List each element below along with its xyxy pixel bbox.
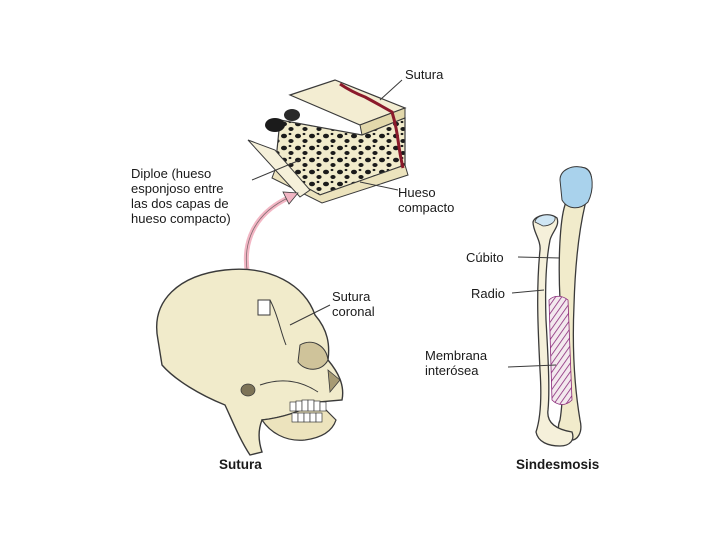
coronal-suture xyxy=(269,299,287,346)
diploe-leader-line xyxy=(251,159,301,181)
sutura-leader-line xyxy=(379,79,403,101)
label-membrana-line-1: Membrana xyxy=(425,348,488,363)
eye-socket xyxy=(297,341,329,370)
compact-bone-bottom-layer xyxy=(271,164,409,204)
suture-line xyxy=(339,82,405,169)
articular-cartilage xyxy=(559,166,593,209)
skull-illustration xyxy=(156,268,344,456)
bone-block-illustration xyxy=(247,79,409,204)
label-hueso-compacto-line-1: Hueso xyxy=(398,185,436,200)
forearm-illustration xyxy=(532,166,593,447)
label-cubito: Cúbito xyxy=(466,250,504,265)
label-diploe-line-1: Diploe (hueso xyxy=(131,166,212,181)
label-radio: Radio xyxy=(471,286,505,301)
membrana-leader-line xyxy=(507,364,557,368)
label-membrana-interosea: Membrana interósea xyxy=(425,348,487,378)
label-sutura-block: Sutura xyxy=(405,67,444,82)
label-sutura-coronal-line-2: coronal xyxy=(332,304,375,319)
label-diploe-line-2: esponjoso entre xyxy=(131,181,224,196)
label-hueso-compacto: Hueso compacto xyxy=(398,185,454,215)
cubito-leader-line xyxy=(517,256,561,259)
label-diploe-line-4: hueso compacto) xyxy=(131,211,231,226)
radio-leader-line xyxy=(511,289,545,294)
caption-sindesmosis: Sindesmosis xyxy=(516,457,600,472)
radius-bone xyxy=(532,214,574,447)
caption-sutura: Sutura xyxy=(219,457,262,472)
interosseous-membrane xyxy=(548,295,573,405)
label-hueso-compacto-line-2: compacto xyxy=(398,200,455,215)
label-diploe: Diploe (hueso esponjoso entre las dos ca… xyxy=(131,166,231,226)
label-sutura-coronal: Sutura coronal xyxy=(332,289,375,319)
sutura-coronal-leader-line xyxy=(289,304,331,326)
label-sutura-coronal-line-1: Sutura xyxy=(332,289,371,304)
label-membrana-line-2: interósea xyxy=(425,363,479,378)
label-diploe-line-3: las dos capas de xyxy=(131,196,229,211)
hueso-compacto-leader-line xyxy=(359,181,399,191)
enlarged-region-marker xyxy=(257,299,271,316)
teeth xyxy=(289,399,327,423)
